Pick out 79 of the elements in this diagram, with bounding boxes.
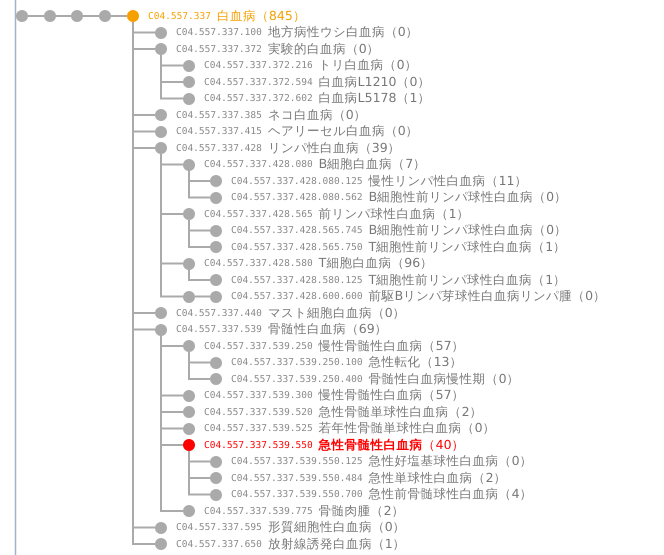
connector-line	[188, 170, 210, 198]
connector-line	[160, 55, 183, 100]
code-label: C04.557.337.539.525	[204, 423, 313, 434]
term-label: 白血病L1210（0）	[318, 74, 430, 90]
connector-line	[188, 352, 210, 380]
connector-line	[83, 15, 99, 17]
term-label: マスト細胞白血病（0）	[268, 304, 406, 322]
code-label: C04.557.337.539.250.100	[231, 357, 363, 368]
term-label: 地方病性ウシ白血病（0）	[268, 24, 419, 41]
code-label: C04.557.337.428.080.562	[231, 192, 363, 203]
code-label: C04.557.337.415	[176, 126, 262, 137]
code-label: C04.557.337.428.580.125	[231, 274, 363, 286]
connector-line	[195, 296, 210, 298]
term-label: 骨髄性白血病（69）	[268, 321, 388, 338]
code-label: C04.557.337.428	[176, 142, 262, 154]
code-label: C04.557.337.539.250.400	[231, 374, 363, 384]
connector-line	[111, 15, 127, 17]
term-label: 骨髄肉腫（2）	[318, 502, 405, 520]
code-label: C04.557.337.539.250	[204, 340, 313, 352]
code-label: C04.557.337.539.550.700	[231, 489, 363, 500]
term-label: 急性骨髄単球性白血病（2）	[318, 404, 483, 420]
term-label: 白血病（845）	[216, 8, 306, 24]
connector-line	[188, 451, 210, 496]
code-label: C04.557.337.539.550.125	[231, 456, 363, 467]
term-label: リンパ性白血病（39）	[268, 140, 401, 156]
code-label: C04.557.337.440	[176, 308, 262, 318]
code-label: C04.557.337.539.550.484	[231, 472, 363, 484]
term-label: B細胞性前リンパ球性白血病（0）	[368, 222, 568, 239]
term-label: 慢性骨髄性白血病（57）	[318, 387, 465, 404]
code-label: C04.557.337.428.565.745	[231, 225, 363, 236]
term-label: 放射線誘発白血病（1）	[268, 536, 406, 552]
term-label: 前駆Bリンパ芽球性白血病リンパ腫（0）	[368, 288, 606, 305]
term-label: 形質細胞性白血病（0）	[268, 519, 406, 536]
term-label: T細胞白血病（96）	[318, 255, 434, 272]
term-label: 慢性リンパ性白血病（11）	[368, 172, 528, 190]
term-label: T細胞性前リンパ球性白血病（1）	[368, 238, 566, 256]
term-label: ヘアリーセル白血病（0）	[268, 123, 419, 140]
code-label: C04.557.337.595	[176, 522, 262, 533]
code-label: C04.557.337.385	[176, 110, 262, 120]
code-label: C04.557.337.372.602	[204, 93, 313, 104]
code-label: C04.557.337	[148, 10, 211, 22]
code-label: C04.557.337.539.775	[204, 506, 313, 516]
term-label: トリ白血病（0）	[318, 57, 418, 74]
connector-line	[160, 154, 183, 298]
code-label: C04.557.337.428.580	[204, 258, 313, 269]
code-label: C04.557.337.372.594	[204, 76, 313, 88]
connector-line	[160, 336, 183, 512]
code-label: C04.557.337.539.550	[204, 440, 313, 450]
term-label: ネコ白血病（0）	[268, 106, 367, 124]
term-label: 急性単球性白血病（2）	[368, 470, 507, 486]
term-label: B細胞白血病（7）	[318, 156, 426, 173]
code-label: C04.557.337.100	[176, 27, 262, 38]
term-label: 急性転化（13）	[368, 354, 462, 371]
code-label: C04.557.337.539.520	[204, 406, 313, 418]
connector-line	[56, 15, 71, 17]
term-label: 前リンパ球性白血病（1）	[318, 206, 470, 222]
code-label: C04.557.337.428.565.750	[231, 242, 363, 252]
term-label: B細胞性前リンパ球性白血病（0）	[368, 189, 568, 206]
code-label: C04.557.337.372.216	[204, 60, 313, 71]
code-label: C04.557.337.428.565	[204, 208, 313, 220]
code-label: C04.557.337.539	[176, 324, 262, 335]
term-label: 実験的白血病（0）	[268, 40, 380, 58]
term-label: 白血病L5178（1）	[318, 90, 430, 107]
term-label: 急性骨髄性白血病（40）	[318, 436, 465, 454]
connector-line	[188, 220, 210, 248]
term-label: 慢性骨髄性白血病（57）	[318, 338, 465, 354]
code-label: C04.557.337.428.080.125	[231, 176, 363, 186]
term-label: 急性前骨髄球性白血病（4）	[368, 486, 533, 503]
code-label: C04.557.337.372	[176, 44, 262, 54]
code-label: C04.557.337.650	[176, 538, 262, 550]
code-label: C04.557.337.428.080	[204, 159, 313, 170]
term-label: T細胞性前リンパ球性白血病（1）	[368, 272, 566, 288]
connector-line	[28, 15, 44, 17]
connector-line	[188, 270, 210, 281]
term-label: 若年性骨髄単球性白血病（0）	[318, 420, 496, 437]
term-label: 骨髄性白血病慢性期（0）	[368, 370, 520, 388]
code-label: C04.557.337.428.600.600	[231, 291, 363, 302]
code-label: C04.557.337.539.300	[204, 390, 313, 401]
term-label: 急性好塩基球性白血病（0）	[368, 453, 533, 470]
